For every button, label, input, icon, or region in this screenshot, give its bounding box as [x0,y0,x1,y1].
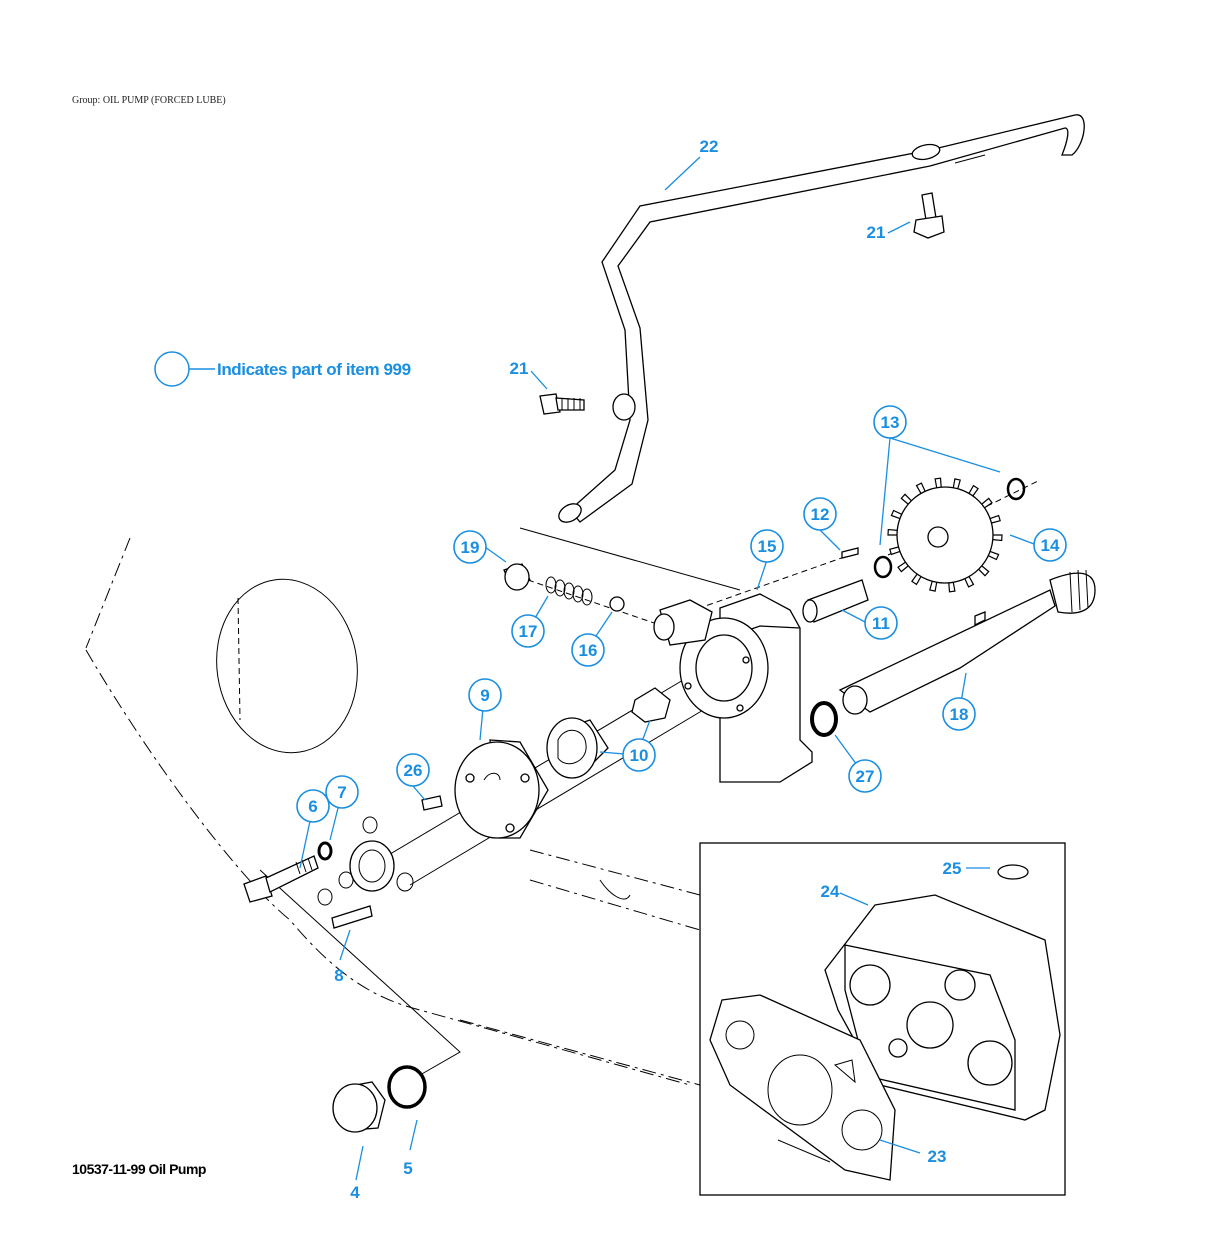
callout-14: 14 [1041,536,1060,555]
callout-7: 7 [337,783,346,802]
bolt-21-upper [913,192,945,239]
callout-22: 22 [700,137,719,156]
callout-15: 15 [758,537,777,556]
o-ring-27 [810,701,838,737]
snap-ring-13a [873,555,893,579]
pin-8 [331,905,373,929]
shaft-11 [802,547,869,623]
callout-18: 18 [950,705,969,724]
snap-ring-13b [1006,477,1026,501]
gear-teeth [887,477,1003,593]
callout-11: 11 [872,614,890,633]
gear-14 [887,477,1003,593]
callout-12: 12 [811,505,830,524]
bolt-21-lower [539,393,585,415]
legend-circle [154,351,190,387]
callout-8: 8 [334,966,343,985]
housing-outline [85,537,701,1086]
callout-10: 10 [630,746,649,765]
spring-17 [545,576,593,606]
plug-19 [503,563,531,591]
callout-labels: 22 21 21 13 12 14 15 19 17 16 11 18 9 10… [308,137,1060,1202]
callout-13: 13 [881,413,900,432]
callout-21-lower: 21 [510,359,529,378]
callout-9: 9 [480,686,489,705]
callout-19: 19 [461,538,480,557]
dowel-26 [421,795,443,811]
callout-16: 16 [579,641,598,660]
legend-text: Indicates part of item 999 [217,360,411,379]
callout-27: 27 [856,767,875,786]
callout-25: 25 [943,859,962,878]
callout-5: 5 [403,1159,412,1178]
callout-4: 4 [350,1183,360,1202]
capscrew-6 [243,855,319,903]
cover-plate-9 [454,739,549,839]
washer-7 [317,841,333,861]
callout-24: 24 [821,882,840,901]
ball-16 [609,596,625,612]
pump-body-15 [653,593,813,783]
rotor-outer-10 [546,717,609,779]
callout-26: 26 [404,761,423,780]
callout-6: 6 [308,797,317,816]
shaft-18 [838,569,1096,715]
group-label: Group: OIL PUMP (FORCED LUBE) [72,95,226,106]
callout-23: 23 [928,1147,947,1166]
inset-detail [699,842,1066,1196]
figure-caption: 10537-11-99 Oil Pump [72,1161,206,1177]
plug-4 [332,1081,386,1133]
seal-bore [317,816,414,906]
callout-circles [296,405,1067,823]
rotor-inner-10 [631,687,671,723]
callout-17: 17 [519,622,538,641]
callout-21-upper: 21 [867,223,886,242]
o-ring-5 [387,1065,427,1109]
legend: Indicates part of item 999 [154,351,411,387]
oil-tube-22 [558,114,1085,523]
